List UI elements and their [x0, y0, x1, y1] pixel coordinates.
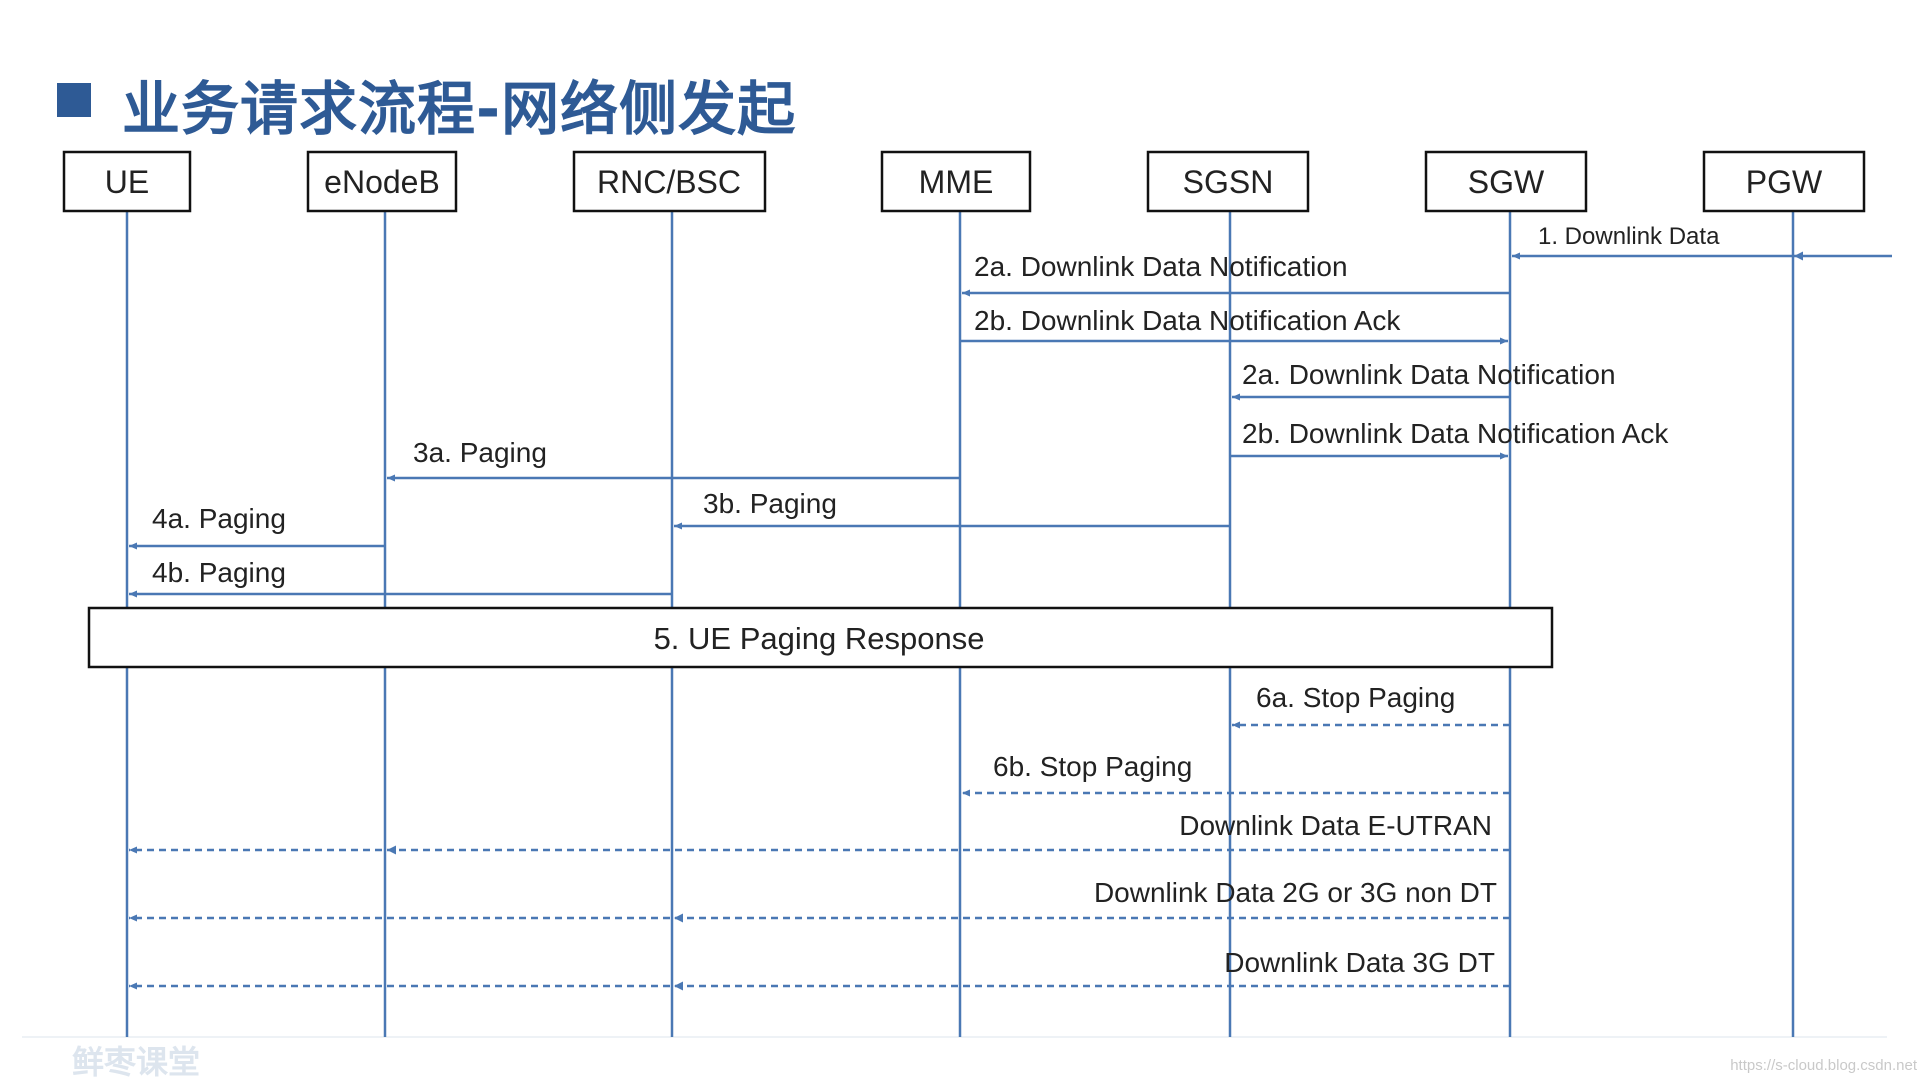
message-label-3a: 3a. Paging	[413, 437, 547, 468]
node-label-ue: UE	[105, 164, 149, 200]
message-label-1: 1. Downlink Data	[1538, 223, 1720, 250]
paging-response-box: 5. UE Paging Response	[87, 606, 1554, 669]
message-downlink-eutran	[129, 845, 1510, 855]
node-label-sgsn: SGSN	[1183, 164, 1274, 200]
node-enodeb: eNodeB	[306, 150, 458, 213]
message-label-2b-mme: 2b. Downlink Data Notification Ack	[974, 305, 1401, 336]
message-downlink-2g3g-non-dt	[129, 913, 1510, 923]
message-label-6a: 6a. Stop Paging	[1256, 682, 1455, 713]
message-labels: 1. Downlink Data 2a. Downlink Data Notif…	[152, 223, 1720, 978]
message-downlink-data-1	[1512, 251, 1892, 261]
node-sgsn: SGSN	[1146, 150, 1310, 213]
message-label-downlink-2g3g: Downlink Data 2G or 3G non DT	[1094, 877, 1497, 908]
message-downlink-3gdt-rnc-arrowhead	[674, 981, 683, 991]
message-label-2b-sgsn: 2b. Downlink Data Notification Ack	[1242, 418, 1669, 449]
node-sgw: SGW	[1424, 150, 1588, 213]
message-label-6b: 6b. Stop Paging	[993, 751, 1192, 782]
message-label-2a-mme: 2a. Downlink Data Notification	[974, 251, 1348, 282]
message-downlink-data-1-pgw-arrowhead	[1794, 251, 1803, 261]
messages	[129, 251, 1892, 991]
node-label-enodeb: eNodeB	[324, 164, 440, 200]
message-label-downlink-eutran: Downlink Data E-UTRAN	[1179, 810, 1492, 841]
node-pgw: PGW	[1702, 150, 1866, 213]
source-url: https://s-cloud.blog.csdn.net	[1730, 1057, 1917, 1074]
message-downlink-eutran-enodeb-arrowhead	[387, 845, 396, 855]
node-rnc-bsc: RNC/BSC	[572, 150, 767, 213]
message-downlink-2g3g-rnc-arrowhead	[674, 913, 683, 923]
title-bullet	[57, 83, 91, 117]
node-label-mme: MME	[919, 164, 994, 200]
node-ue: UE	[62, 150, 192, 213]
message-downlink-3g-dt	[129, 981, 1510, 991]
message-label-4b: 4b. Paging	[152, 557, 286, 588]
page-title: 业务请求流程-网络侧发起	[122, 75, 797, 143]
node-mme: MME	[880, 150, 1032, 213]
node-label-pgw: PGW	[1746, 164, 1823, 200]
message-label-2a-sgsn: 2a. Downlink Data Notification	[1242, 359, 1616, 390]
node-label-sgw: SGW	[1468, 164, 1545, 200]
paging-response-label: 5. UE Paging Response	[654, 621, 985, 656]
watermark-logo: 鲜枣课堂	[72, 1043, 201, 1081]
node-label-rnc-bsc: RNC/BSC	[597, 164, 741, 200]
message-label-3b: 3b. Paging	[703, 488, 837, 519]
message-label-downlink-3gdt: Downlink Data 3G DT	[1224, 947, 1495, 978]
message-label-4a: 4a. Paging	[152, 503, 286, 534]
